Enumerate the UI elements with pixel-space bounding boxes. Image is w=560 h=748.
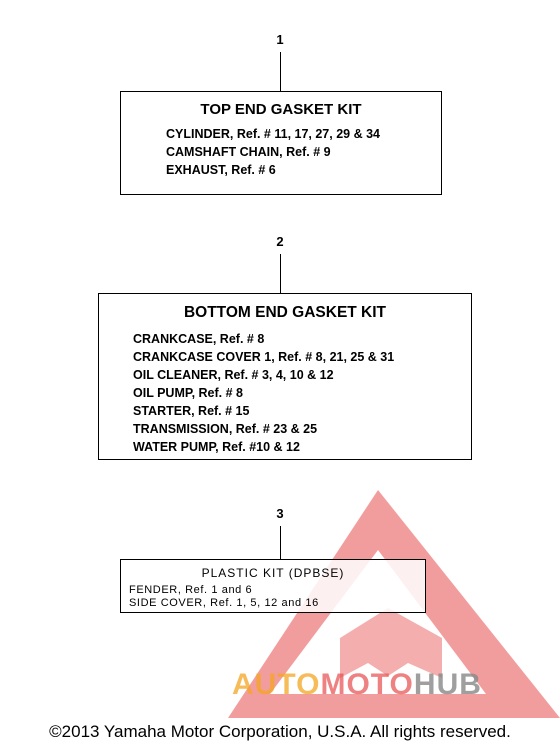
list-item: CRANKCASE COVER 1, Ref. # 8, 21, 25 & 31 <box>133 350 395 364</box>
plastic-kit-list: FENDER, Ref. 1 and 6 SIDE COVER, Ref. 1,… <box>129 584 319 610</box>
callout-1-leader-line <box>280 52 281 91</box>
list-item: TRANSMISSION, Ref. # 23 & 25 <box>133 422 318 436</box>
top-end-gasket-kit-title: TOP END GASKET KIT <box>200 101 362 118</box>
list-item: OIL CLEANER, Ref. # 3, 4, 10 & 12 <box>133 368 334 382</box>
callout-2-leader-line <box>280 254 281 293</box>
watermark-word-auto: AUTO <box>232 668 321 701</box>
list-item: CRANKCASE, Ref. # 8 <box>133 332 265 346</box>
plastic-kit-box: PLASTIC KIT (DPBSE) FENDER, Ref. 1 and 6… <box>120 559 426 613</box>
watermark-triangle <box>228 490 560 718</box>
watermark-word-hub: HUB <box>413 668 482 701</box>
callout-3-number: 3 <box>276 506 284 521</box>
callout-1-number: 1 <box>276 32 284 47</box>
plastic-kit-title: PLASTIC KIT (DPBSE) <box>201 566 345 580</box>
watermark-inner-mark <box>340 608 442 678</box>
callout-3-leader-line <box>280 526 281 560</box>
copyright-footer: ©2013 Yamaha Motor Corporation, U.S.A. A… <box>49 722 511 741</box>
list-item: CAMSHAFT CHAIN, Ref. # 9 <box>166 145 331 159</box>
list-item: OIL PUMP, Ref. # 8 <box>133 386 243 400</box>
callout-2-number: 2 <box>276 234 284 249</box>
top-end-gasket-kit-box: TOP END GASKET KIT CYLINDER, Ref. # 11, … <box>120 91 442 195</box>
bottom-end-gasket-kit-title: BOTTOM END GASKET KIT <box>183 304 387 321</box>
bottom-end-gasket-kit-box: BOTTOM END GASKET KIT CRANKCASE, Ref. # … <box>98 293 472 460</box>
list-item: EXHAUST, Ref. # 6 <box>166 163 276 177</box>
list-item: FENDER, Ref. 1 and 6 <box>129 584 253 596</box>
bottom-end-gasket-kit-list: CRANKCASE, Ref. # 8 CRANKCASE COVER 1, R… <box>133 330 394 456</box>
list-item: CYLINDER, Ref. # 11, 17, 27, 29 & 34 <box>166 127 380 141</box>
list-item: WATER PUMP, Ref. #10 & 12 <box>133 440 300 454</box>
top-end-gasket-kit-list: CYLINDER, Ref. # 11, 17, 27, 29 & 34 CAM… <box>166 125 380 179</box>
automotohub-watermark-logo <box>228 490 560 718</box>
list-item: SIDE COVER, Ref. 1, 5, 12 and 16 <box>129 597 319 609</box>
watermark-wordmark: AUTOMOTOHUB <box>232 668 482 702</box>
list-item: STARTER, Ref. # 15 <box>133 404 250 418</box>
watermark-word-moto: MOTO <box>320 668 414 701</box>
